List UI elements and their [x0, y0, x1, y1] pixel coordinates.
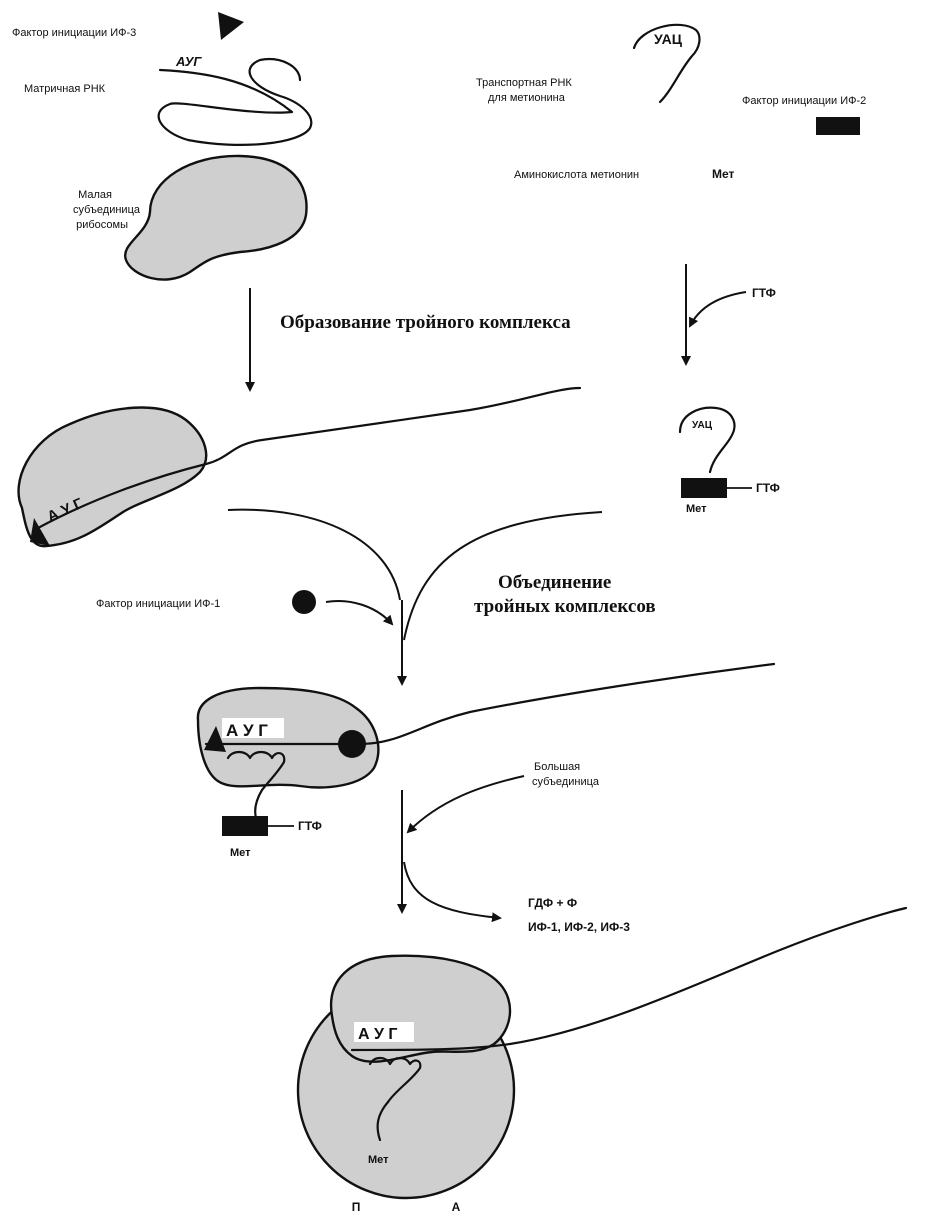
- mrna-strand: [159, 59, 312, 145]
- if2-block-icon: [816, 117, 860, 135]
- complex30s-if2-block: [222, 816, 268, 836]
- ternary-complex-2: УАЦ ГТФ Мет: [680, 408, 780, 515]
- methionine-label: Аминокислота метионин: [514, 169, 639, 181]
- mrna-group: Матричная РНК АУГ: [24, 54, 311, 145]
- if3-label: Фактор инициации ИФ-3: [12, 27, 136, 39]
- release-line2: ИФ-1, ИФ-2, ИФ-3: [528, 920, 630, 934]
- complex30s-trna-stem: [255, 790, 262, 818]
- complex30s-if1-circle-icon: [338, 730, 366, 758]
- large-subunit-arrow: [408, 776, 524, 832]
- small-subunit-group: Малая субъединица рибосомы: [73, 156, 307, 280]
- methionine-group: Аминокислота метионин Мет: [514, 167, 735, 181]
- trna-label-1: Транспортная РНК: [476, 77, 572, 89]
- release-line1: ГДФ + Ф: [528, 896, 577, 910]
- complex2-if2-block: [681, 478, 727, 498]
- if3-triangle-icon: [218, 12, 244, 40]
- ribosome-met-label: Мет: [368, 1154, 389, 1166]
- if1-circle-icon: [292, 590, 316, 614]
- combine-title-line2: тройных комплексов: [474, 596, 656, 617]
- ribosome-70s: А У Г Мет П А: [298, 908, 906, 1219]
- complex2-trna-strand: [680, 408, 734, 472]
- large-subunit-label-2: субъединица: [532, 776, 600, 788]
- mrna-start-codon-label: АУГ: [175, 54, 202, 69]
- methionine-met-label: Мет: [712, 167, 735, 181]
- p-site-label: П: [352, 1200, 361, 1214]
- complex2-anticodon: УАЦ: [692, 420, 713, 431]
- small-subunit-70s-shape: [331, 956, 510, 1062]
- combine-title-line1: Объединение: [498, 572, 611, 593]
- complex2-met-label: Мет: [686, 503, 707, 515]
- complex1-subunit-shape: [19, 408, 207, 547]
- ribosome-start-codon: А У Г: [358, 1026, 397, 1043]
- if1-arrow: [326, 601, 392, 624]
- small-subunit-label-3: рибосомы: [76, 219, 128, 231]
- trna-group: УАЦ Транспортная РНК для метионина: [476, 25, 699, 104]
- if1-label: Фактор инициации ИФ-1: [96, 598, 220, 610]
- initiation-complex-30s: А У Г ГТФ Мет: [198, 664, 774, 859]
- complex2-gtp-label: ГТФ: [756, 481, 780, 495]
- release-arrow: [404, 862, 500, 918]
- large-subunit-step: Большая субъединица ГДФ + Ф ИФ-1, ИФ-2, …: [402, 761, 630, 934]
- trna-label-2: для метионина: [488, 92, 566, 104]
- small-subunit-label-1: Малая: [78, 189, 112, 201]
- if2-label: Фактор инициации ИФ-2: [742, 95, 866, 107]
- complex30s-start-codon: А У Г: [226, 721, 268, 740]
- trna-anticodon: УАЦ: [654, 31, 683, 47]
- complex30s-gtp-label: ГТФ: [298, 819, 322, 833]
- combine-left-curve: [228, 510, 400, 600]
- a-site-label: А: [452, 1200, 461, 1214]
- large-subunit-label-1: Большая: [534, 761, 580, 773]
- if2-group: Фактор инициации ИФ-2: [742, 95, 866, 135]
- if3-factor-group: Фактор инициации ИФ-3: [12, 12, 244, 40]
- gtp-incoming-arrow: [690, 292, 746, 326]
- ternary-formation-title: Образование тройного комплекса: [280, 312, 571, 333]
- complex30s-met-label: Мет: [230, 847, 251, 859]
- if1-group: Фактор инициации ИФ-1: [96, 590, 392, 624]
- small-subunit-label-2: субъединица: [73, 204, 141, 216]
- gtp-label-top: ГТФ: [752, 286, 776, 300]
- small-subunit-shape: [125, 156, 306, 280]
- ternary-complex-1: А У Г: [19, 388, 580, 546]
- mrna-label: Матричная РНК: [24, 83, 106, 95]
